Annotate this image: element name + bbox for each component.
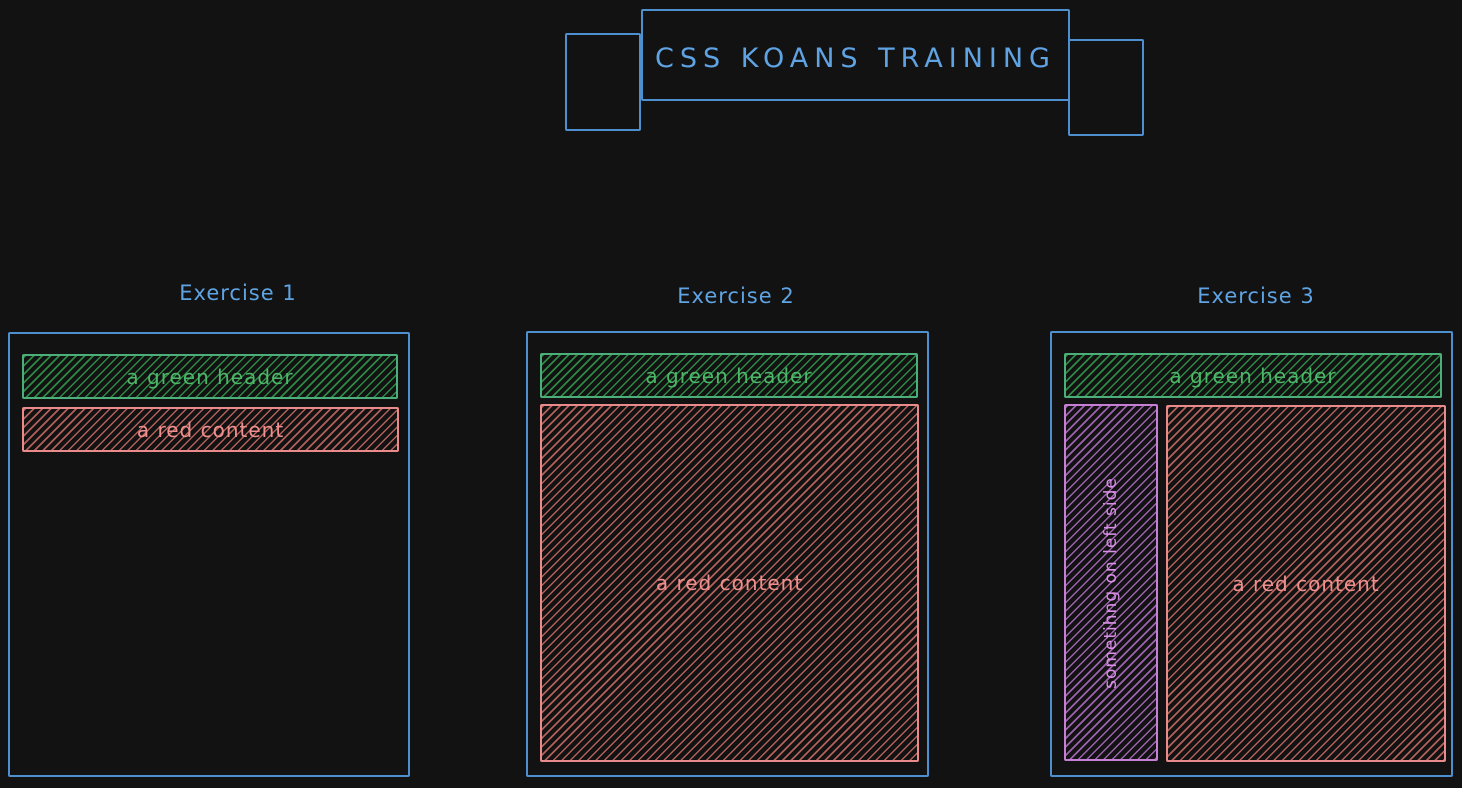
banner-left-tail (565, 33, 641, 131)
exercise-1-green-header-label: a green header (126, 364, 294, 389)
exercise-2-green-header: a green header (540, 353, 918, 398)
exercise-1-red-content: a red content (22, 407, 399, 452)
exercise-3-green-header-label: a green header (1169, 363, 1337, 388)
exercise-1-title: Exercise 1 (179, 281, 297, 305)
banner-title: CSS KOANS TRAINING (655, 42, 1056, 74)
banner-right-tail (1068, 39, 1144, 136)
exercise-3-left-sidebar: sometihng on left side (1064, 404, 1158, 761)
exercise-2-panel: a green header a red content (526, 331, 929, 777)
exercise-3-title: Exercise 3 (1197, 284, 1315, 308)
exercise-3-panel: a green header sometihng on left side a … (1050, 331, 1453, 777)
banner-ribbon: CSS KOANS TRAINING (641, 9, 1070, 101)
exercise-2-red-content: a red content (540, 404, 919, 762)
exercise-3-left-sidebar-label: sometihng on left side (1101, 476, 1122, 689)
exercise-3-green-header: a green header (1064, 353, 1442, 398)
exercise-2-red-content-label: a red content (655, 571, 804, 595)
exercise-3-red-content-label: a red content (1232, 571, 1380, 596)
exercise-3-red-content: a red content (1166, 405, 1446, 762)
exercise-1-panel: a green header a red content (8, 332, 410, 777)
exercise-1-red-content-label: a red content (136, 417, 285, 442)
exercise-2-title: Exercise 2 (677, 284, 795, 308)
exercise-2-green-header-label: a green header (645, 363, 813, 388)
exercise-1-green-header: a green header (22, 354, 398, 399)
